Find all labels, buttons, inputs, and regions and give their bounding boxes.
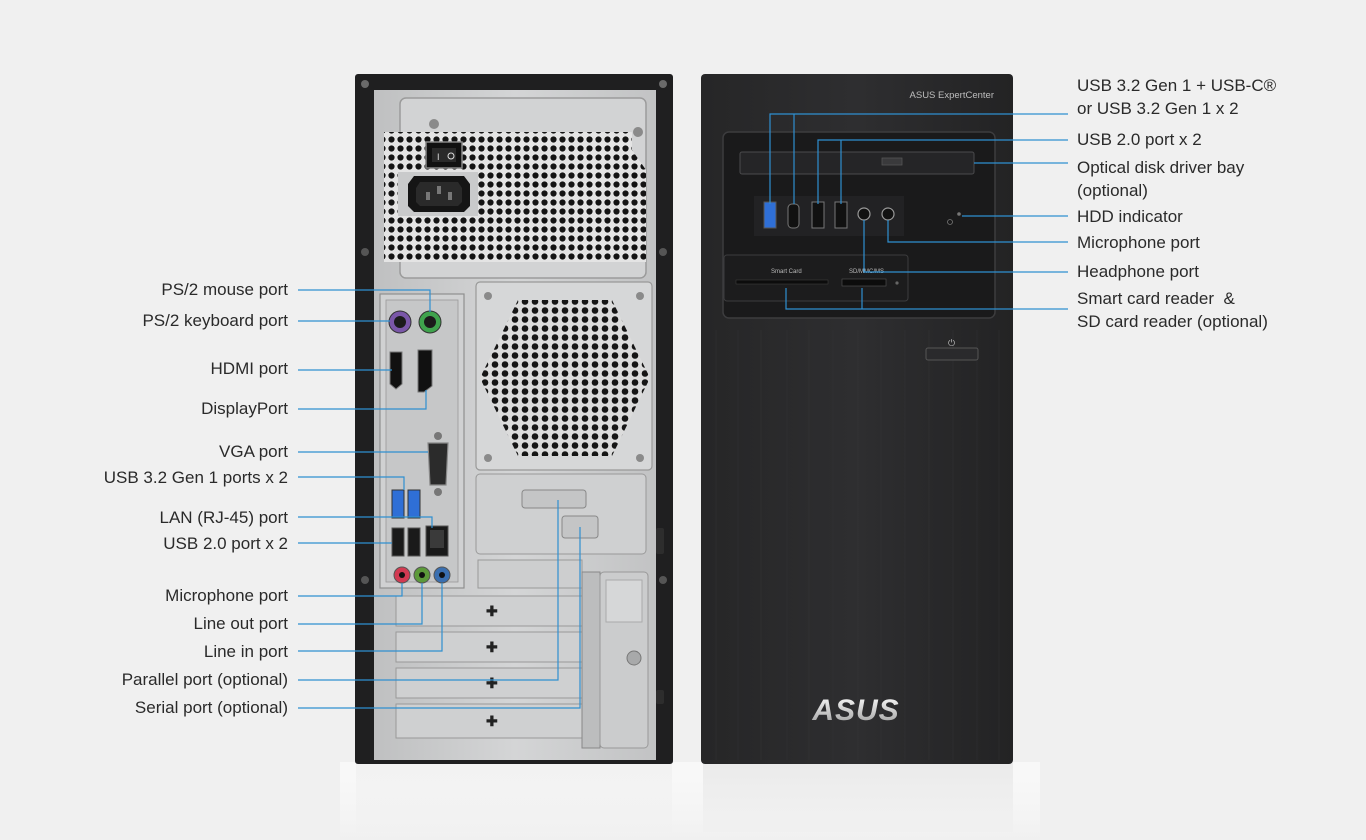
label-ps2-keyboard-port: PS/2 keyboard port xyxy=(142,311,288,330)
svg-text:✚: ✚ xyxy=(486,603,498,619)
label-usb32-ports: USB 3.2 Gen 1 ports x 2 xyxy=(103,468,288,487)
front-callouts xyxy=(769,113,1068,310)
front-chassis: Smart Card SD/MMC/MS ASUS ExpertCenter ⏻… xyxy=(701,74,1013,764)
label-card-reader-line1: Smart card reader & xyxy=(1077,289,1235,308)
hdmi-port xyxy=(389,351,403,390)
rear-callouts xyxy=(298,289,581,709)
label-serial-port: Serial port (optional) xyxy=(134,698,288,717)
label-front-usb20: USB 2.0 port x 2 xyxy=(1077,130,1202,149)
svg-text:✚: ✚ xyxy=(486,639,498,655)
label-front-microphone-port: Microphone port xyxy=(1077,233,1200,252)
label-line-out-port: Line out port xyxy=(193,614,288,633)
label-vga-port: VGA port xyxy=(219,442,288,461)
asus-logo: ASUS xyxy=(811,694,899,727)
label-card-reader-line2: SD card reader (optional) xyxy=(1077,312,1268,331)
label-line-in-port: Line in port xyxy=(203,642,288,661)
label-headphone-port: Headphone port xyxy=(1077,262,1199,281)
svg-text:✚: ✚ xyxy=(486,675,498,691)
svg-text:I: I xyxy=(437,152,440,162)
label-front-usb32: USB 3.2 Gen 1 + USB-C® or USB 3.2 Gen 1 … xyxy=(1077,74,1276,120)
label-optical-drive-line1: Optical disk driver bay xyxy=(1077,158,1245,177)
label-hdd-indicator: HDD indicator xyxy=(1077,207,1183,226)
label-card-reader: Smart card reader & SD card reader (opti… xyxy=(1077,287,1268,333)
label-optical-drive-line2: (optional) xyxy=(1077,181,1148,200)
model-text: ASUS ExpertCenter xyxy=(910,90,994,101)
svg-text:⏻: ⏻ xyxy=(948,338,955,349)
label-optical-drive-bay: Optical disk driver bay (optional) xyxy=(1077,156,1244,202)
label-hdmi-port: HDMI port xyxy=(210,359,288,378)
vga-port xyxy=(427,442,449,486)
label-parallel-port: Parallel port (optional) xyxy=(121,670,288,689)
label-front-usb32-line2: or USB 3.2 Gen 1 x 2 xyxy=(1077,99,1239,118)
label-displayport: DisplayPort xyxy=(201,399,288,418)
label-usb20-ports-rear: USB 2.0 port x 2 xyxy=(163,534,288,553)
label-microphone-port-rear: Microphone port xyxy=(165,586,288,605)
svg-text:✚: ✚ xyxy=(486,713,498,729)
rear-chassis: I xyxy=(340,74,1040,840)
smart-card-slot-label: Smart Card xyxy=(771,269,802,275)
label-front-usb32-line1: USB 3.2 Gen 1 + USB-C® xyxy=(1077,76,1277,95)
label-ps2-mouse-port: PS/2 mouse port xyxy=(161,280,288,299)
label-lan-port: LAN (RJ-45) port xyxy=(159,508,288,527)
displayport-port xyxy=(417,349,433,393)
